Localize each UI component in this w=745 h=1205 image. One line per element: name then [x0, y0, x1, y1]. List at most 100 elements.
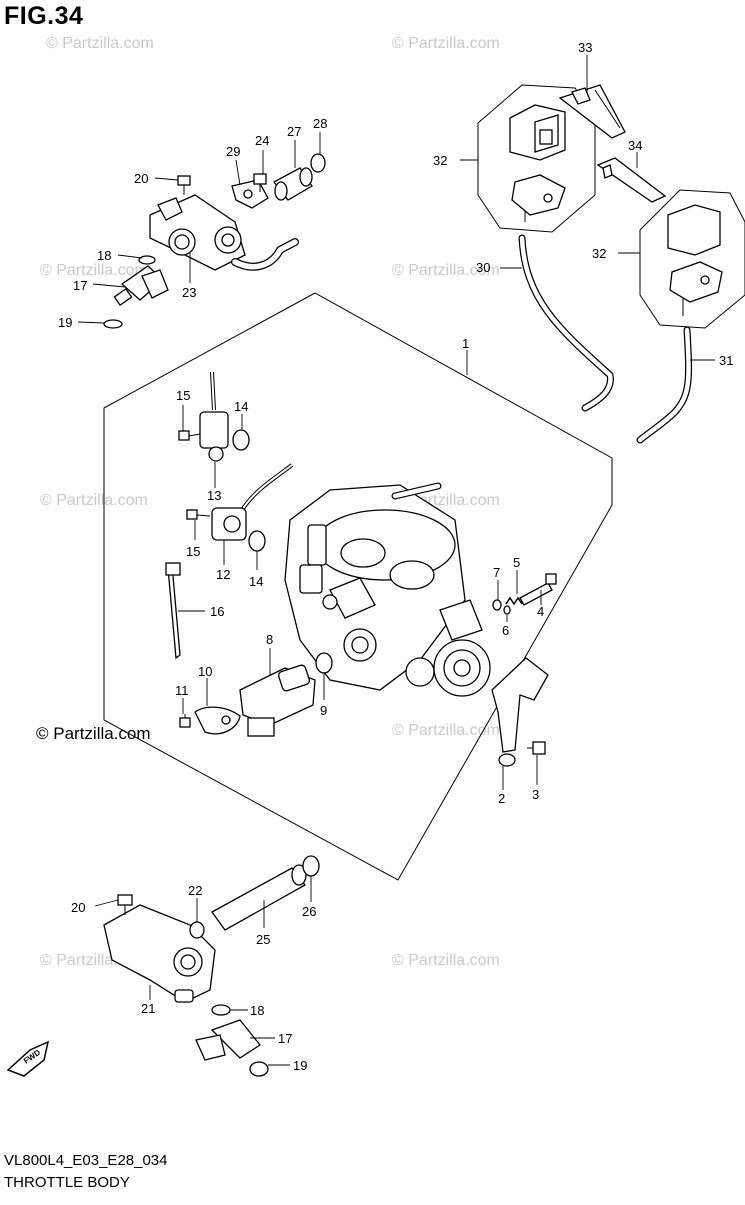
callout-27: 27	[287, 124, 301, 139]
callout-8: 8	[266, 632, 273, 647]
fuel-pipe-21	[103, 904, 216, 1003]
sensor-8	[239, 664, 316, 737]
callout-4: 4	[537, 604, 544, 619]
callout-7: 7	[493, 565, 500, 580]
fuel-pipe-23	[149, 194, 299, 271]
bracket-34	[596, 157, 667, 203]
screw-15-upper	[178, 430, 201, 441]
screw-11	[179, 714, 191, 728]
bracket-33	[558, 84, 626, 139]
vacuum-hose-31-inner	[637, 327, 691, 443]
callout-33: 33	[578, 40, 592, 55]
assembly-boundary	[103, 292, 613, 881]
o-ring-19-lower	[249, 1061, 269, 1077]
callout-2: 2	[498, 791, 505, 806]
bolt-3	[527, 741, 546, 755]
callout-10: 10	[198, 664, 212, 679]
callout-26: 26	[302, 904, 316, 919]
copyright-text: © Partzilla.com	[36, 724, 151, 743]
o-ring-26	[302, 855, 320, 877]
map-sensor-lower	[667, 204, 723, 316]
callout-18-upper: 18	[97, 248, 111, 263]
washer-7	[492, 599, 502, 611]
callout-31: 31	[719, 353, 733, 368]
callout-14-lower: 14	[249, 574, 263, 589]
callout-20-upper: 20	[134, 171, 148, 186]
watermarks: © Partzilla.com © Partzilla.com © Partzi…	[40, 35, 500, 969]
watermark: © Partzilla.com	[40, 492, 148, 509]
sensor-kit-box-upper	[477, 84, 596, 233]
o-ring-18-lower	[211, 1004, 231, 1016]
callout-30: 30	[476, 260, 490, 275]
spring-5	[505, 596, 523, 606]
o-ring-28	[310, 153, 326, 173]
screw-4	[519, 573, 557, 606]
callout-11: 11	[175, 683, 189, 698]
o-ring-22	[189, 921, 205, 939]
bracket-10	[194, 706, 241, 735]
callout-16: 16	[210, 604, 224, 619]
watermark: © Partzilla.com	[392, 35, 500, 52]
plate-29	[231, 179, 269, 209]
callout-20-lower: 20	[71, 900, 85, 915]
fwd-arrow-icon: FWD	[6, 1040, 50, 1077]
o-ring-14-upper	[232, 429, 250, 451]
callout-9: 9	[320, 703, 327, 718]
injector-17-lower	[195, 1019, 261, 1061]
watermark: © Partzilla.com	[392, 722, 500, 739]
vacuum-hose-30-inner	[519, 235, 613, 411]
bolt-20-upper	[177, 175, 191, 195]
watermark: © Partzilla.com	[392, 952, 500, 969]
callout-14-upper: 14	[234, 399, 248, 414]
callout-17-upper: 17	[73, 278, 87, 293]
watermark: © Partzilla.com	[40, 262, 148, 279]
callout-28: 28	[313, 116, 327, 131]
o-ring-18-upper	[138, 255, 156, 265]
figure-title: FIG.34	[4, 2, 84, 30]
callout-1: 1	[462, 336, 469, 351]
callout-15-lower: 15	[186, 544, 200, 559]
diagram-code: VL800L4_E03_E28_034	[4, 1152, 168, 1169]
pipe-25	[211, 864, 307, 931]
joint-27	[273, 167, 313, 201]
callout-5: 5	[513, 555, 520, 570]
o-ring-19-upper	[103, 319, 123, 329]
callout-34: 34	[628, 138, 642, 153]
callout-19-lower: 19	[293, 1058, 307, 1073]
callout-32-lower: 32	[592, 246, 606, 261]
callout-24: 24	[255, 133, 269, 148]
callout-18-lower: 18	[250, 1003, 264, 1018]
o-ring-14-lower	[248, 530, 266, 552]
screw-15-lower	[186, 509, 211, 520]
callout-19-upper: 19	[58, 315, 72, 330]
callout-15-upper: 15	[176, 388, 190, 403]
o-ring-9	[315, 652, 333, 674]
diagram-subtitle: THROTTLE BODY	[4, 1174, 130, 1191]
sensor-13	[199, 371, 229, 462]
sensor-kit-box-lower	[639, 189, 745, 329]
vacuum-hose-30	[518, 234, 614, 412]
leader-lines	[77, 55, 715, 1066]
callout-32-upper: 32	[433, 153, 447, 168]
callout-29: 29	[226, 144, 240, 159]
callout-23: 23	[182, 285, 196, 300]
washer-6	[503, 605, 511, 615]
throttle-body	[284, 482, 491, 697]
injector-17-upper	[113, 265, 169, 307]
clamp-16	[165, 562, 181, 660]
watermark: © Partzilla.com	[46, 35, 154, 52]
callout-12: 12	[216, 567, 230, 582]
bracket-2	[491, 657, 549, 767]
map-sensor-upper	[509, 104, 566, 222]
callout-21: 21	[141, 1001, 155, 1016]
callout-17-lower: 17	[278, 1031, 292, 1046]
callout-13: 13	[207, 488, 221, 503]
watermark: © Partzilla.com	[392, 262, 500, 279]
sensor-12	[211, 463, 294, 541]
screw-24	[253, 173, 267, 192]
callout-22: 22	[188, 883, 202, 898]
callouts: 33 32 34 32 30 31 1 24 27 28 29 20 18 17…	[58, 40, 733, 1073]
callout-3: 3	[532, 787, 539, 802]
